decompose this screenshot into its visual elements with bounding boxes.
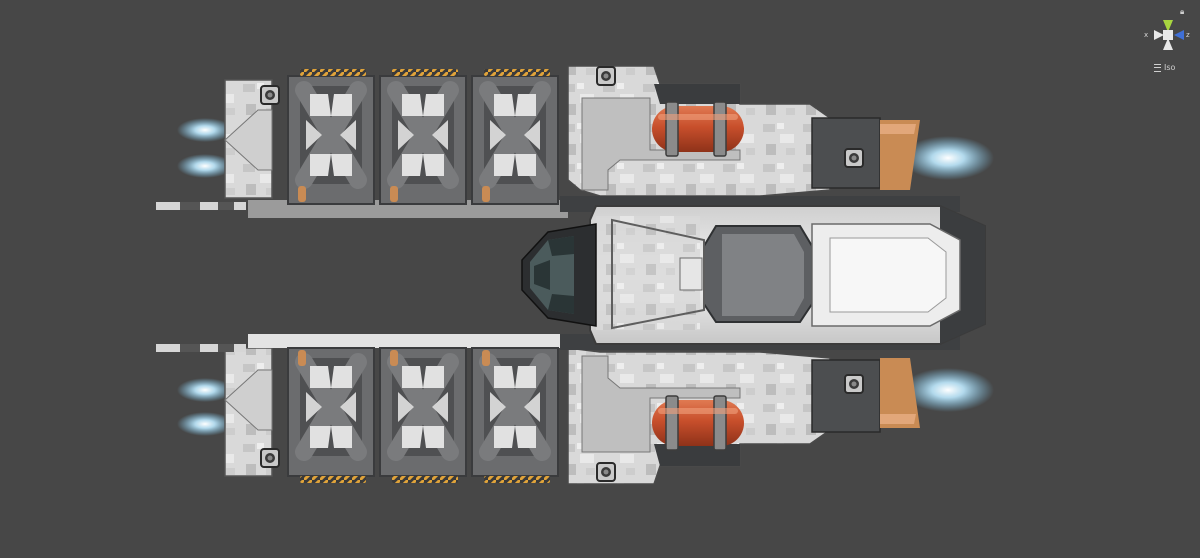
cargo-crate <box>472 76 558 204</box>
axis-z-label: z <box>1186 31 1190 39</box>
x-axis-cone <box>1154 30 1164 40</box>
top-nacelle <box>156 65 920 218</box>
thruster-glow-group <box>177 118 994 436</box>
neg-y-axis-cone <box>1163 38 1173 50</box>
cargo-crate <box>288 348 374 476</box>
fuel-tank <box>651 101 745 157</box>
cargo-crate <box>380 348 466 476</box>
y-axis-cone <box>1163 20 1173 32</box>
z-axis-cone <box>1174 30 1184 40</box>
rear-thruster-glow <box>177 154 233 178</box>
cargo-crate <box>380 76 466 204</box>
front-thruster-glow <box>902 136 994 180</box>
fuel-tank <box>651 395 745 451</box>
lock-icon[interactable]: 🔒︎ <box>1180 7 1185 16</box>
orientation-cube-icon[interactable] <box>1140 6 1196 62</box>
cargo-crate <box>472 348 558 476</box>
bottom-nacelle <box>156 334 920 484</box>
scene-gizmo[interactable]: 🔒︎ x z Iso <box>1140 6 1196 76</box>
axis-x-label: x <box>1144 31 1149 39</box>
front-thruster-glow <box>902 368 994 412</box>
cargo-crate <box>288 76 374 204</box>
center-fuselage <box>521 196 986 350</box>
projection-label: Iso <box>1164 63 1176 72</box>
projection-toggle[interactable]: Iso <box>1154 63 1175 72</box>
rear-thruster-glow <box>177 118 233 142</box>
rear-thruster-glow <box>177 378 233 402</box>
rear-thruster-glow <box>177 412 233 436</box>
projection-icon <box>1154 63 1161 72</box>
